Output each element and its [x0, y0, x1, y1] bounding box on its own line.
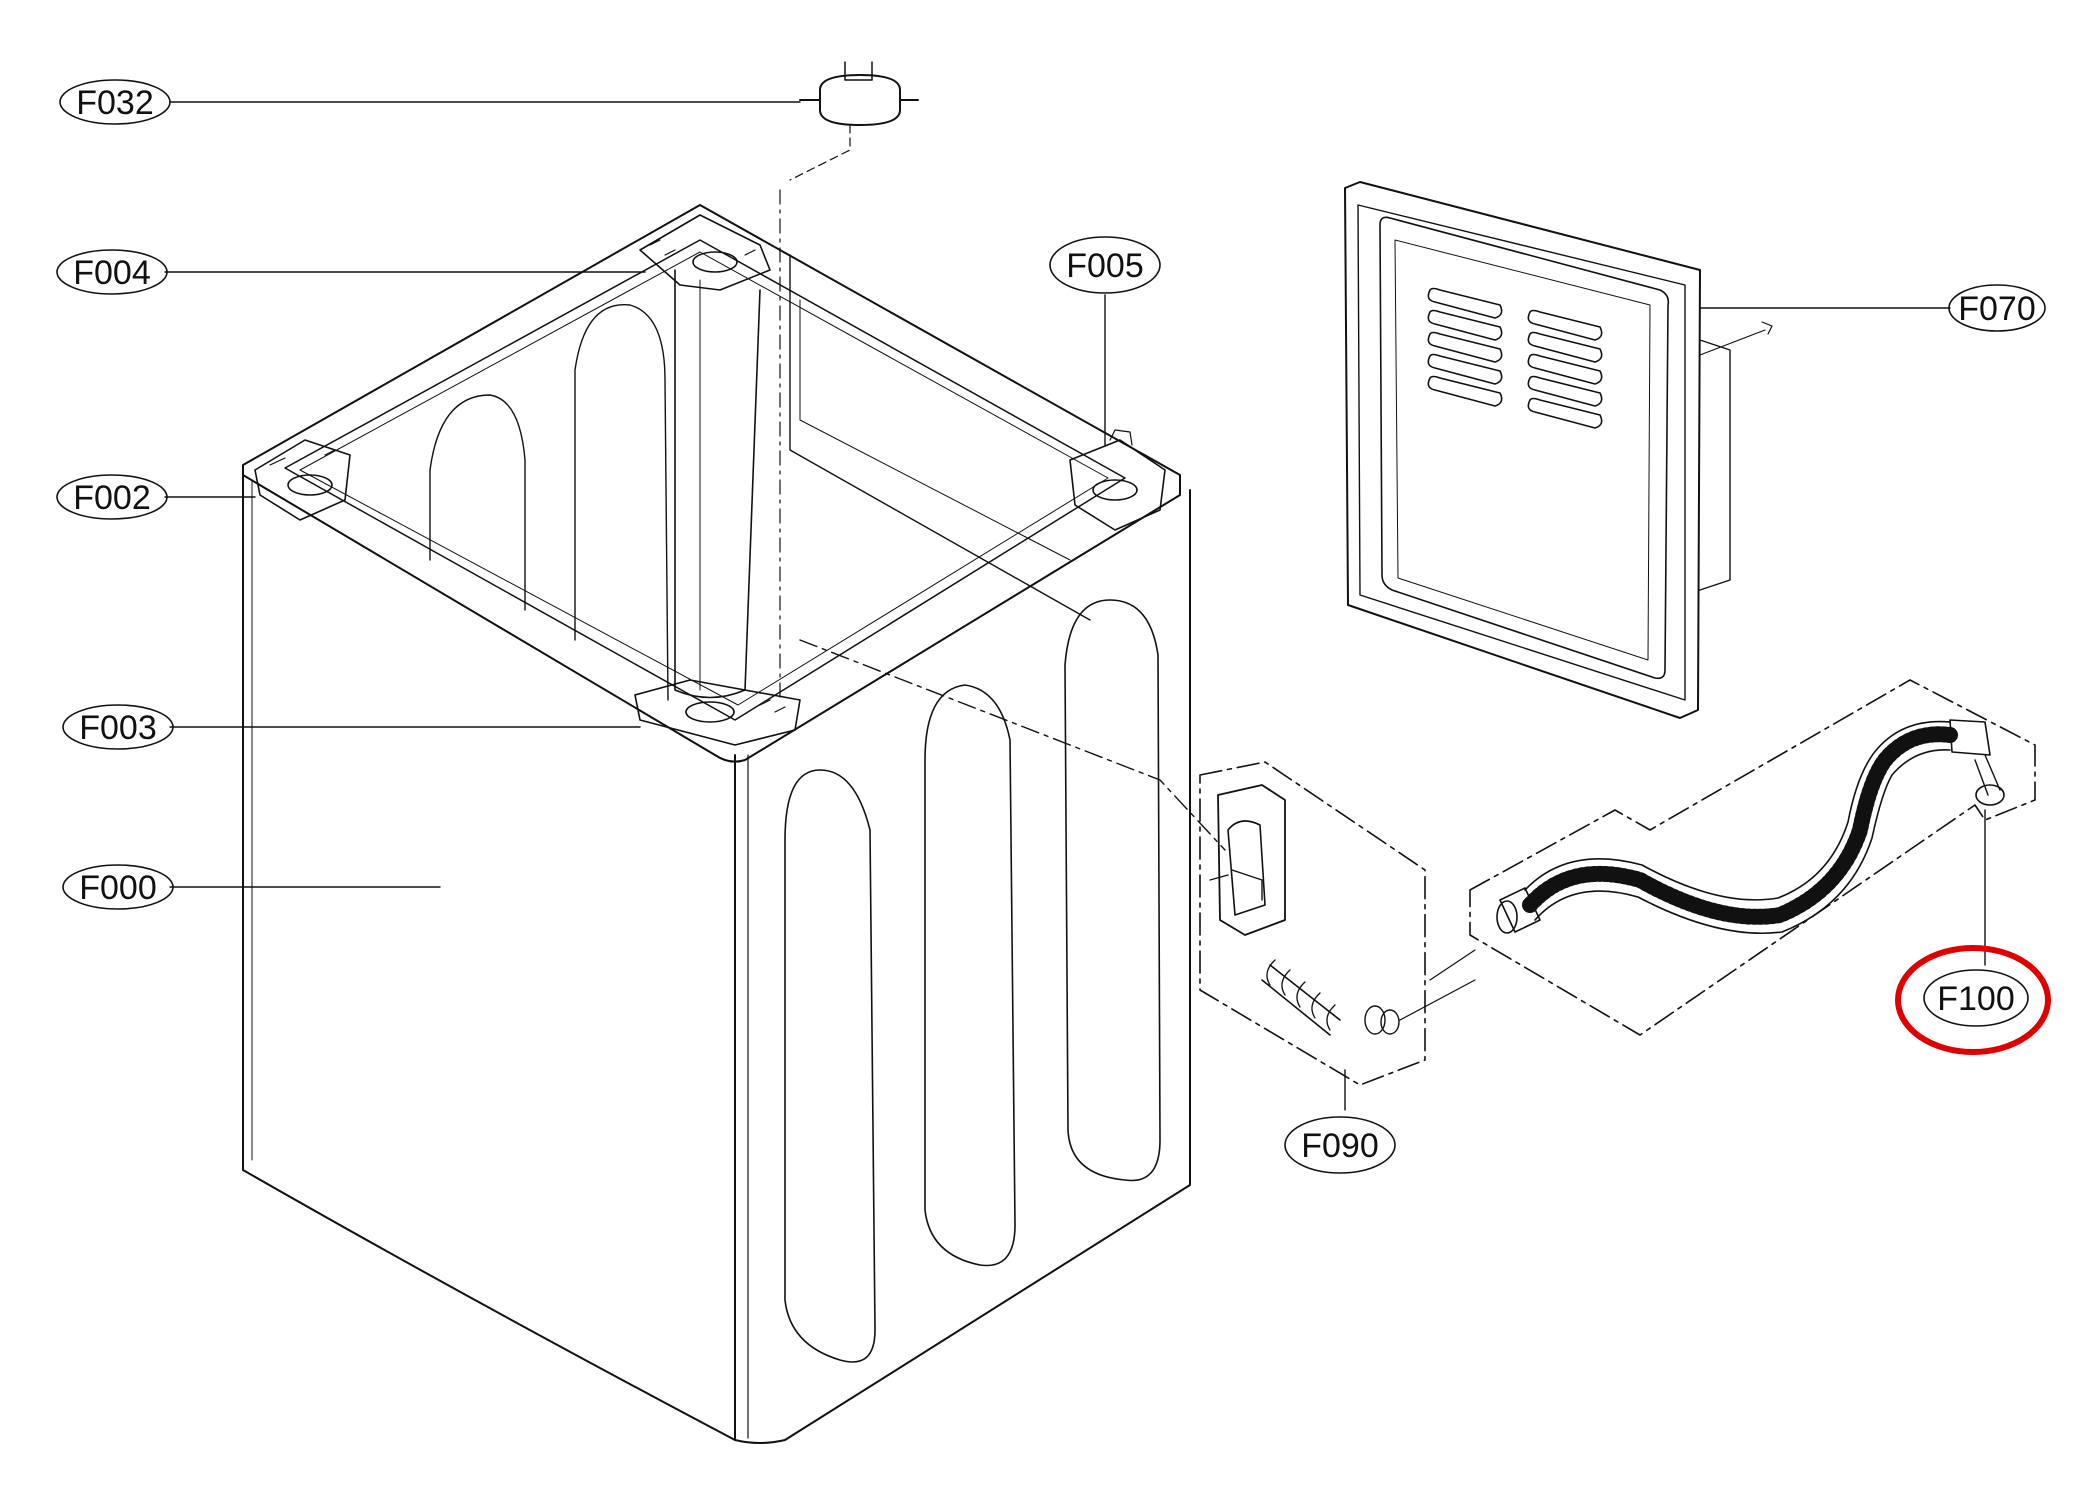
callout-f005: F005 — [1049, 236, 1161, 294]
corner-pillar — [674, 269, 761, 699]
callout-f032: F032 — [59, 79, 171, 125]
vent-slots-left — [1427, 287, 1503, 407]
rear-panel-part-f070 — [1344, 181, 1773, 719]
label-f090: F090 — [1301, 1127, 1379, 1165]
leader-lines — [164, 101, 1986, 1111]
callout-f002: F002 — [56, 474, 168, 520]
label-f004: F004 — [73, 254, 151, 292]
label-f005: F005 — [1066, 247, 1144, 285]
callout-f070: F070 — [1948, 284, 2046, 332]
label-f003: F003 — [79, 709, 157, 747]
label-f002: F002 — [73, 479, 151, 517]
label-f100: F100 — [1937, 980, 2015, 1018]
callout-f003: F003 — [62, 704, 174, 750]
highlight-ring-f100 — [1895, 945, 2051, 1055]
corner-bracket-f004 — [639, 214, 771, 291]
label-f032: F032 — [76, 84, 154, 122]
drain-guide-part-f090 — [799, 639, 1476, 1086]
corner-bracket-f005 — [1069, 429, 1166, 531]
label-f070: F070 — [1958, 290, 2036, 328]
corner-bracket-f003 — [634, 679, 801, 746]
corner-bracket-f002 — [254, 439, 351, 521]
callout-f000: F000 — [62, 864, 174, 910]
vent-slots-right — [1527, 309, 1603, 429]
clamp-part-f032 — [789, 61, 919, 181]
cabinet-part-f000 — [242, 189, 1191, 1444]
callout-f100: F100 — [1923, 969, 2029, 1027]
callout-f090: F090 — [1284, 1116, 1396, 1174]
callout-f004: F004 — [56, 249, 168, 295]
label-f000: F000 — [79, 869, 157, 907]
drain-hose-part-f100 — [1469, 679, 2036, 1036]
